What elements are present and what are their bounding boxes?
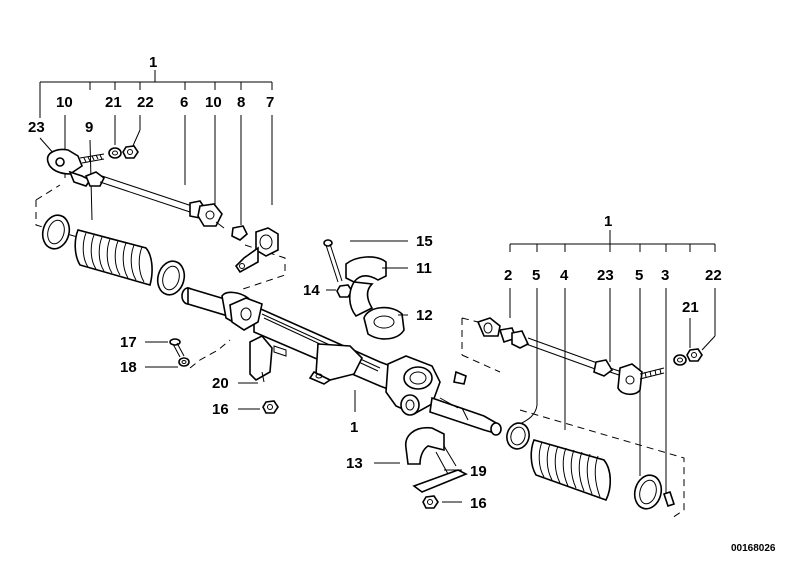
label-5-right-a: 5 (532, 267, 540, 284)
tie-rod-left (84, 171, 225, 229)
washer-18 (178, 357, 190, 367)
nut-16-upper (262, 400, 279, 414)
clip-right-end (662, 490, 676, 508)
label-2: 2 (504, 267, 512, 284)
bellow-left (74, 229, 153, 286)
label-7: 7 (266, 94, 274, 111)
plate-20 (249, 335, 287, 383)
label-21-right: 21 (682, 299, 699, 316)
clamp-11 (345, 256, 387, 318)
label-3: 3 (661, 267, 669, 284)
nut-21-right (673, 354, 687, 366)
label-21-left: 21 (105, 94, 122, 111)
label-19: 19 (470, 463, 487, 480)
label-12: 12 (416, 307, 433, 324)
bracket-7 (234, 227, 279, 274)
tie-rod-right (476, 317, 623, 377)
ring-left (41, 214, 71, 250)
label-16-lower: 16 (470, 495, 487, 512)
label-1-left-group: 1 (149, 54, 157, 71)
label-22-right: 22 (705, 267, 722, 284)
nut-22-right (686, 348, 703, 362)
steering-rack-housing (181, 286, 502, 436)
right-assembly-dashed-outline (461, 317, 685, 519)
bushing-12 (363, 306, 405, 340)
label-1-center: 1 (350, 419, 358, 436)
dash-bolt-17 (189, 339, 231, 369)
label-10-left-b: 10 (205, 94, 222, 111)
clip-8 (231, 225, 248, 241)
label-18: 18 (120, 359, 137, 376)
bolt-17 (169, 338, 185, 358)
label-20: 20 (212, 375, 229, 392)
ring-left-inner (156, 260, 186, 296)
label-5-right-b: 5 (635, 267, 643, 284)
tie-rod-end-right (617, 363, 665, 396)
left-group-bracket (39, 70, 273, 118)
tie-rod-end-left (46, 148, 105, 187)
label-23-left: 23 (28, 119, 45, 136)
ring-right-outer (633, 474, 663, 510)
label-14: 14 (303, 282, 320, 299)
ring-right (506, 422, 530, 450)
left-assembly-dashed-outline (35, 184, 286, 291)
label-23-right: 23 (597, 267, 614, 284)
nut-14 (336, 284, 353, 298)
label-17: 17 (120, 334, 137, 351)
catalog-number: 00168026 (731, 543, 776, 554)
label-6: 6 (180, 94, 188, 111)
clamp-13 (405, 426, 445, 465)
label-13: 13 (346, 455, 363, 472)
label-16-upper: 16 (212, 401, 229, 418)
label-4: 4 (560, 267, 569, 284)
label-9: 9 (85, 119, 93, 136)
label-22-left: 22 (137, 94, 154, 111)
label-11: 11 (416, 260, 432, 277)
nut-21-left (108, 147, 122, 159)
label-1-right-group: 1 (604, 213, 612, 230)
bellow-right (530, 439, 612, 501)
nut-16-lower (422, 495, 439, 509)
center-leader-lines (145, 240, 462, 503)
label-15: 15 (416, 233, 433, 250)
label-8: 8 (237, 94, 245, 111)
right-group-bracket (509, 230, 716, 252)
label-10-left: 10 (56, 94, 73, 111)
nut-22-left (122, 145, 139, 159)
bolt-15 (323, 239, 343, 283)
